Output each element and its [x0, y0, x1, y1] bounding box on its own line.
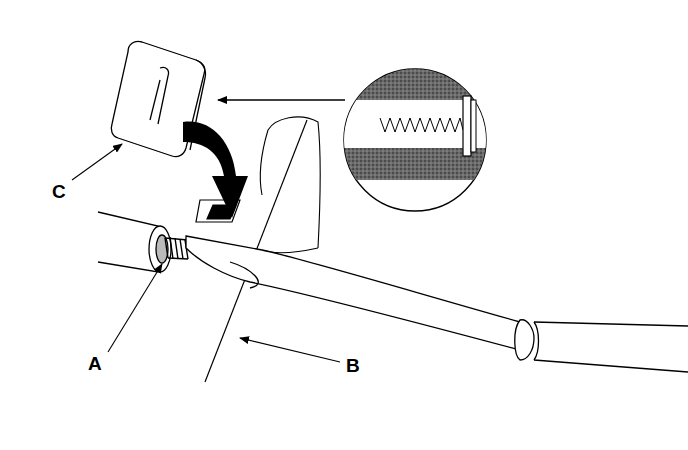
callout-letter: A: [88, 354, 102, 373]
spring: [165, 237, 188, 259]
detail-pointer: [218, 99, 345, 100]
cylinder: [98, 212, 171, 272]
callout-letter: B: [346, 356, 360, 375]
leader-line: [72, 144, 122, 180]
install-arrow: [183, 122, 248, 218]
housing: [260, 117, 320, 253]
leader-line: [108, 264, 162, 352]
callout-letter: C: [52, 182, 66, 201]
screwdriver: [186, 236, 688, 372]
detail-circle: [340, 68, 500, 211]
leader-line: [240, 338, 340, 362]
